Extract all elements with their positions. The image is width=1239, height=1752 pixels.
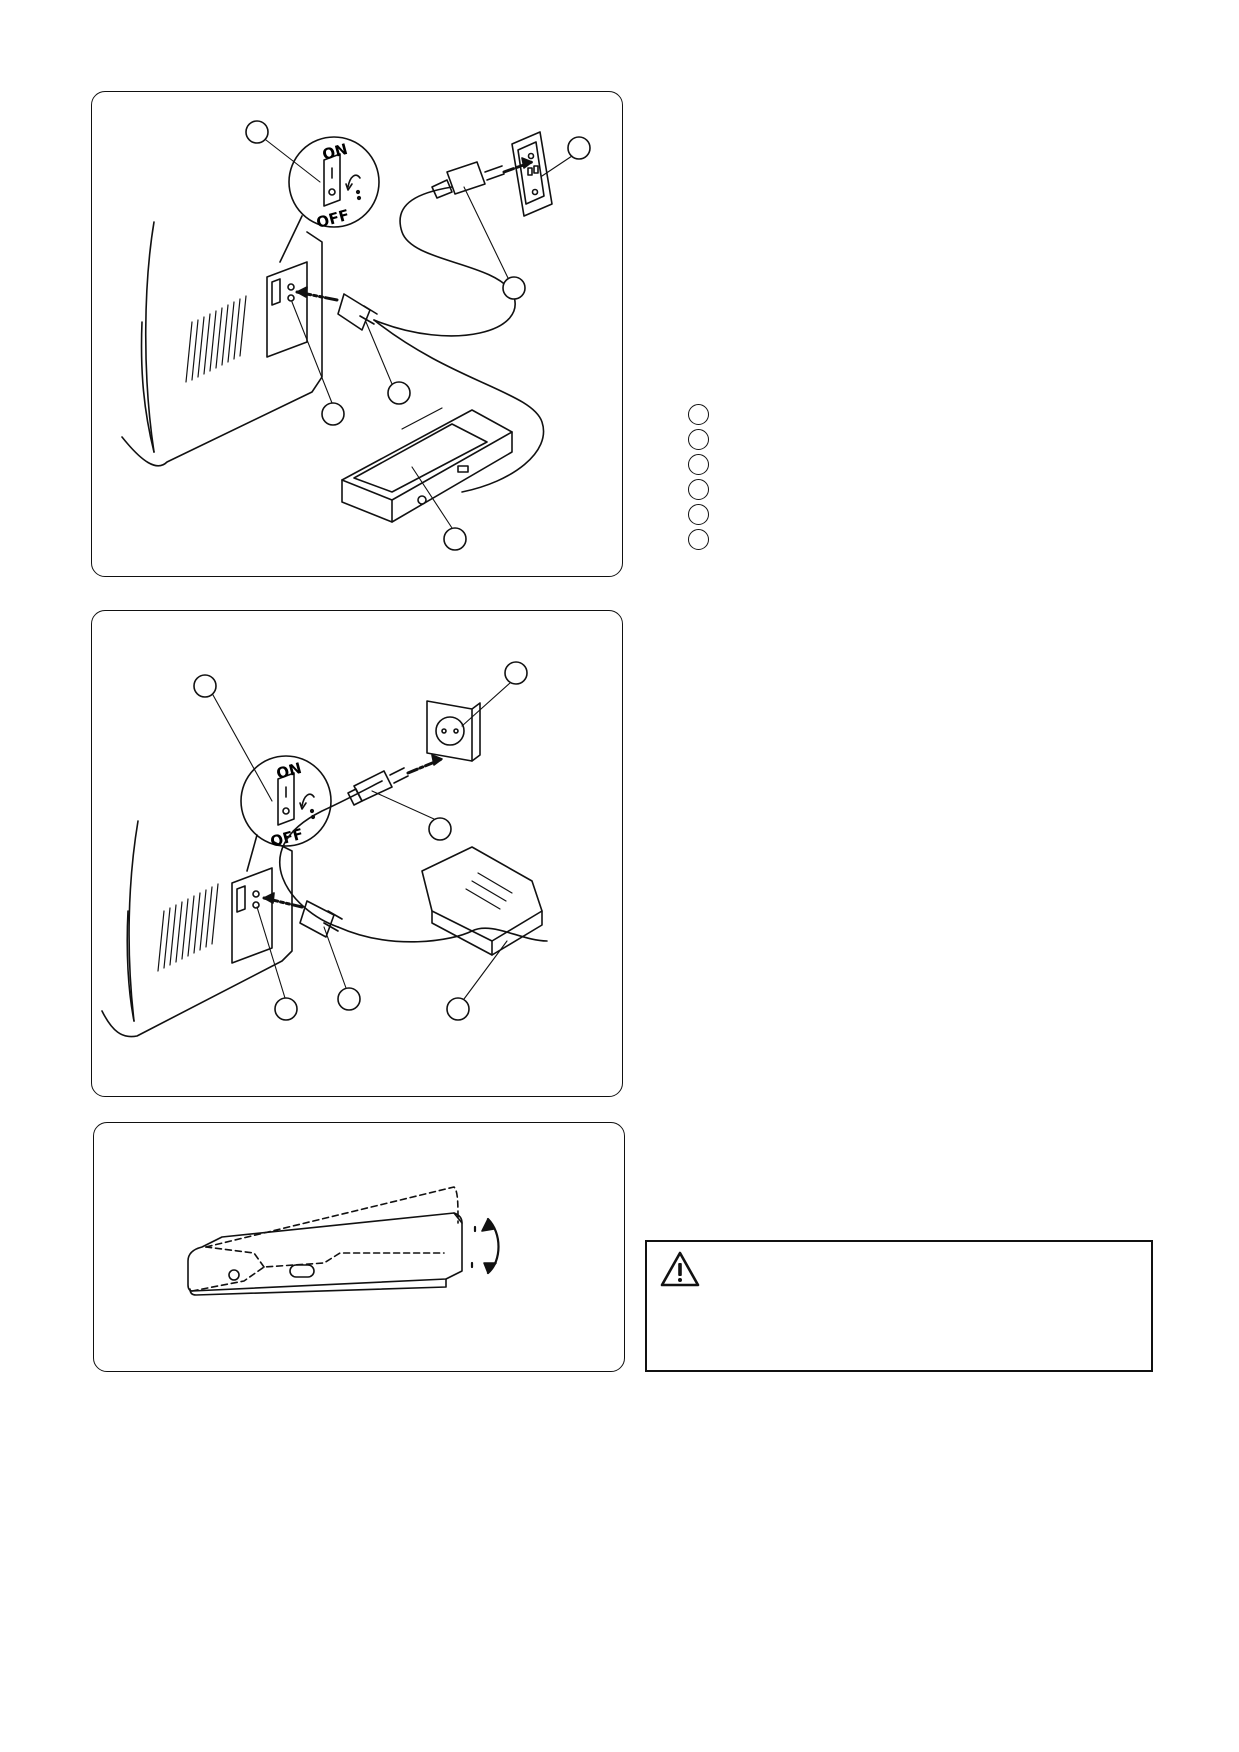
warning-triangle-icon [660, 1251, 700, 1287]
callout-circle [567, 136, 591, 160]
callout-circle [504, 661, 528, 685]
callout-circle [446, 997, 470, 1021]
legend-marker [688, 429, 709, 450]
callout-circle [193, 674, 217, 698]
callout-circle [274, 997, 298, 1021]
callout-circle [387, 381, 411, 405]
figure-power-connection-type-a: ON OFF [91, 91, 623, 577]
figure-2-illustration: ON OFF [101, 661, 548, 1038]
figure-1-illustration: ON OFF [121, 120, 591, 551]
legend-marker [688, 404, 709, 425]
callout-circle [245, 120, 269, 144]
legend-marker [688, 504, 709, 525]
figure-power-connection-type-b: ON OFF [91, 610, 623, 1097]
switch-off-label: OFF [314, 206, 351, 232]
callout-circle [428, 817, 452, 841]
legend-marker [688, 529, 709, 550]
switch-on-label: ON [274, 759, 303, 783]
legend-marker [688, 454, 709, 475]
legend-markers [688, 404, 709, 554]
callout-circle [321, 402, 345, 426]
callout-circle [443, 527, 467, 551]
callout-circle [337, 987, 361, 1011]
legend-marker [688, 479, 709, 500]
switch-off-label: OFF [268, 825, 305, 851]
figure-foot-control-pedal [93, 1122, 625, 1372]
warning-box [645, 1240, 1153, 1372]
callout-circle [502, 276, 526, 300]
switch-on-label: ON [320, 140, 349, 164]
figure-3-illustration [187, 1186, 500, 1296]
